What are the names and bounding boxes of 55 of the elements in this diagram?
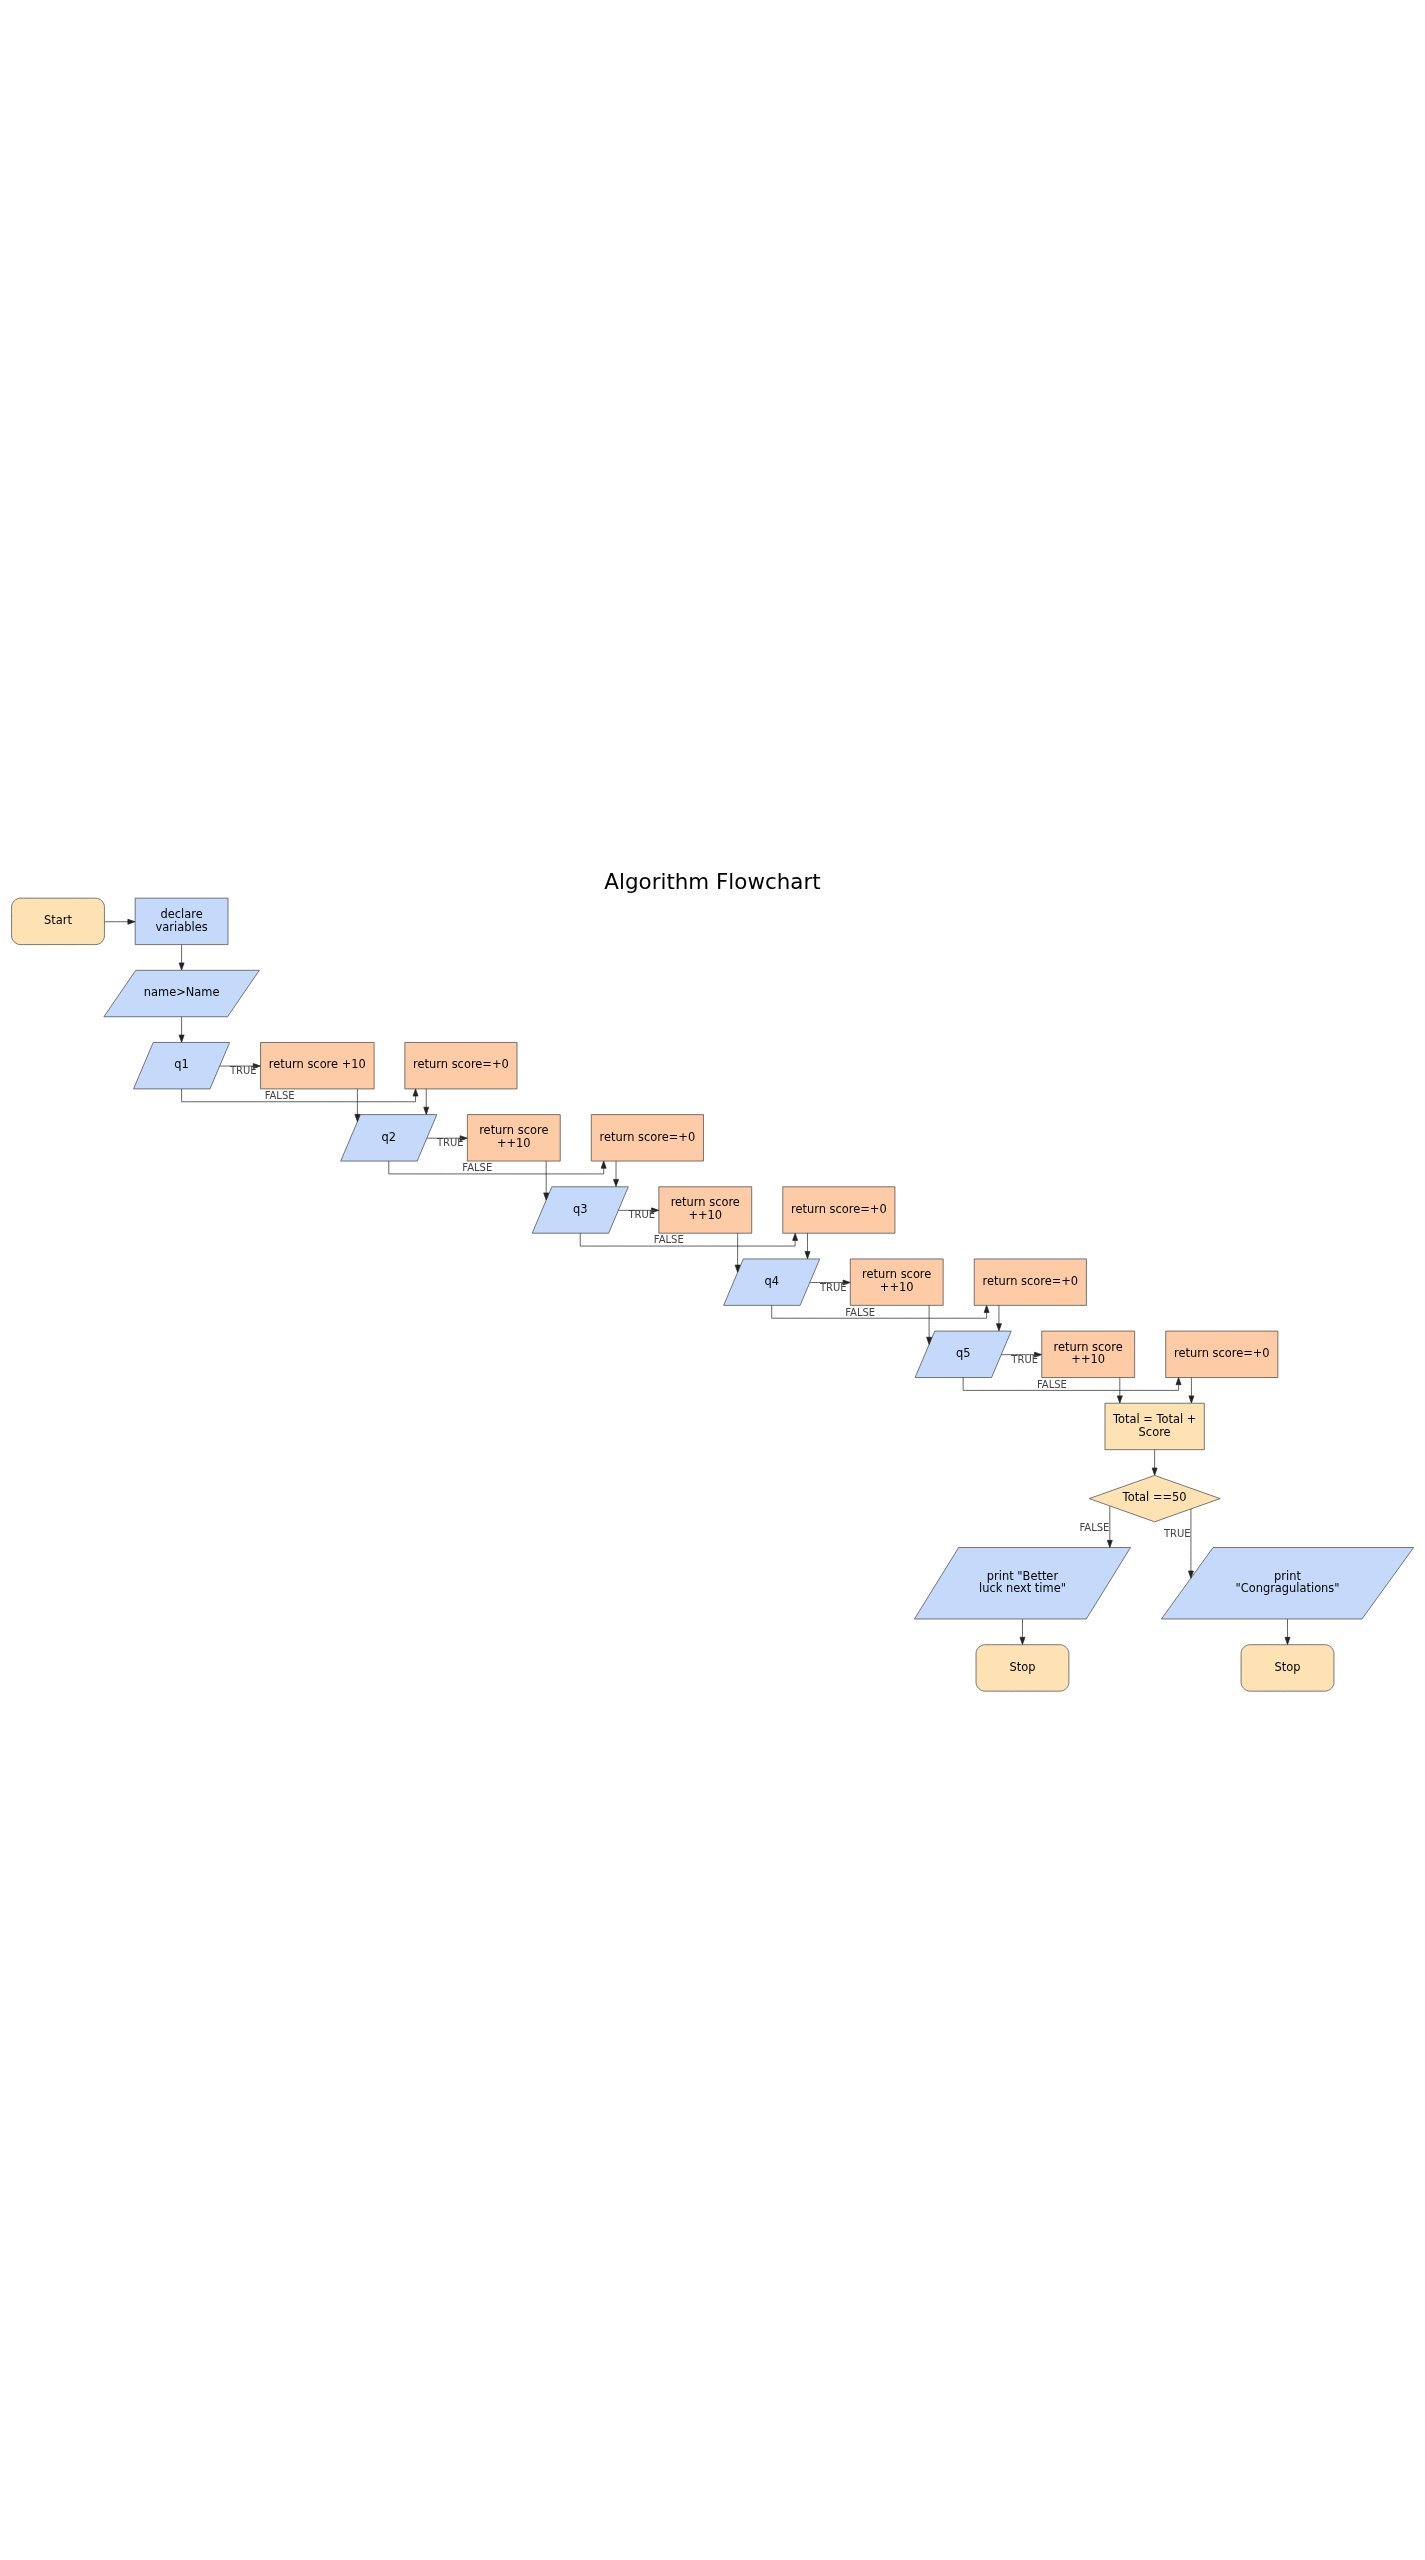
edge-label: TRUE	[1011, 1353, 1039, 1365]
arrow	[1284, 1618, 1291, 1645]
node-box: return score=+0	[1165, 1330, 1279, 1378]
arrow	[1001, 1351, 1042, 1358]
arrow	[734, 1232, 741, 1273]
arrow	[181, 1088, 419, 1103]
node-box: return score=+0	[782, 1186, 896, 1234]
edge-label: TRUE	[1163, 1528, 1191, 1540]
arrow	[1151, 1449, 1158, 1476]
edge-label: FALSE	[462, 1162, 493, 1174]
arrow	[771, 1305, 990, 1319]
arrow	[809, 1279, 851, 1286]
arrow	[354, 1088, 361, 1122]
edge-label: FALSE	[264, 1090, 295, 1102]
arrow	[1188, 1508, 1194, 1579]
edge-label: TRUE	[628, 1209, 656, 1221]
edge-label: FALSE	[1036, 1378, 1067, 1390]
arrow	[579, 1232, 798, 1247]
edge-label: FALSE	[653, 1234, 684, 1246]
arrow	[996, 1305, 1002, 1332]
arrow	[804, 1232, 811, 1260]
diagram-title: Algorithm Flowchart	[604, 868, 821, 894]
edge-label: TRUE	[229, 1065, 257, 1077]
arrow	[962, 1377, 1182, 1391]
edge-label: TRUE	[819, 1281, 847, 1293]
node-box: return score ++10	[1041, 1330, 1135, 1378]
arrow	[926, 1305, 932, 1345]
arrow	[388, 1160, 607, 1175]
arrow	[613, 1160, 619, 1187]
node-box: return score=+0	[404, 1042, 518, 1090]
arrow	[178, 1016, 185, 1043]
arrow	[1116, 1377, 1123, 1404]
node-box: return score=+0	[590, 1114, 704, 1162]
edge-label: TRUE	[436, 1137, 464, 1149]
arrow	[1019, 1618, 1026, 1645]
node-box: Start	[11, 897, 105, 945]
arrow	[1106, 1505, 1113, 1548]
edge-label: FALSE	[1079, 1522, 1110, 1534]
node-box: return score ++10	[849, 1258, 944, 1306]
arrow	[178, 944, 185, 971]
edge-label: FALSE	[845, 1306, 876, 1318]
arrow	[1188, 1377, 1195, 1404]
node-box: Stop	[975, 1644, 1070, 1692]
arrow	[104, 918, 136, 925]
node-box: return score +10	[260, 1042, 375, 1090]
node-box: Stop	[1240, 1644, 1335, 1692]
arrow	[543, 1160, 550, 1201]
node-box: return score ++10	[658, 1186, 753, 1234]
arrow	[219, 1063, 261, 1069]
node-box: return score ++10	[467, 1114, 561, 1162]
node-diamond: Total ==50	[1088, 1475, 1221, 1523]
node-box: Total = Total + Score	[1104, 1402, 1205, 1451]
node-box: return score=+0	[973, 1258, 1087, 1306]
arrow	[423, 1088, 430, 1115]
node-box: declare variables	[134, 897, 229, 945]
